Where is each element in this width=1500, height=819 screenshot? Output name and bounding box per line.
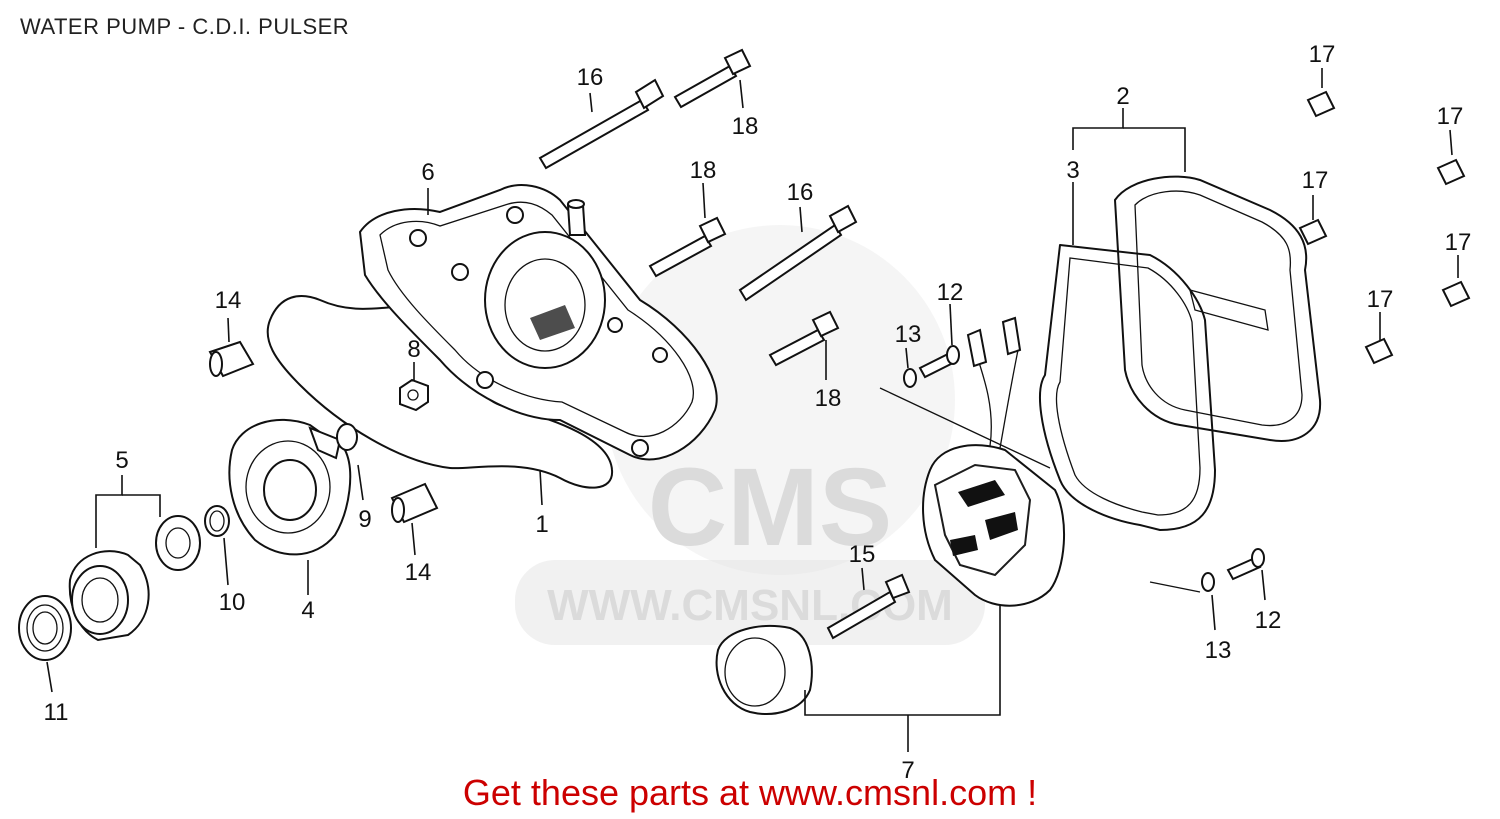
callout-4: 4 [301,597,314,624]
part-3-cover-gasket [1039,244,1216,531]
callout-11: 11 [44,699,69,726]
part-14-dowel-lower [390,482,439,524]
part-16-bolt-lower [738,204,858,302]
part-9-o-ring [336,423,358,451]
callout-7: 7 [901,757,914,784]
part-10-o-ring [204,505,230,537]
part-14-dowel-upper [208,340,255,378]
callout-17a: 17 [1309,41,1336,68]
callout-16b: 16 [787,179,814,206]
callout-2: 2 [1116,83,1129,110]
callout-3: 3 [1066,157,1079,184]
page-title: WATER PUMP - C.D.I. PULSER [20,14,350,39]
callout-15: 15 [849,541,876,568]
watermark-logo-text: CMS [648,446,892,569]
part-8-plug [399,378,429,412]
part-12-screw-lower [1226,548,1265,581]
part-17-bolts [1298,90,1471,365]
callout-17b: 17 [1437,103,1464,130]
callout-17e: 17 [1367,286,1394,313]
callout-14a: 14 [215,287,242,314]
callout-1: 1 [535,511,548,538]
part-5-seal [68,515,201,642]
callout-14b: 14 [405,559,432,586]
callout-10: 10 [219,589,246,616]
part-13-washer-lower [1201,572,1215,592]
part-18-bolt-lower [768,310,840,367]
callout-8: 8 [407,336,420,363]
part-2-pulser-cover [1113,175,1322,442]
part-12-screw-upper [918,345,960,379]
callout-18c: 18 [815,385,842,412]
callout-16a: 16 [577,64,604,91]
callout-6: 6 [421,159,434,186]
footer-link-text[interactable]: Get these parts at www.cmsnl.com ! [462,772,1038,813]
watermark: CMS WWW.CMSNL.COM [515,225,985,645]
callout-12a: 12 [937,279,964,306]
part-13-washer-upper [903,368,917,388]
part-11-oil-seal [18,595,72,661]
part-4-impeller [228,418,352,556]
callout-18a: 18 [732,113,759,140]
callout-12b: 12 [1255,607,1282,634]
part-16-bolt-upper [538,78,665,170]
callout-18b: 18 [690,157,717,184]
callout-13a: 13 [895,321,922,348]
part-7-pulser [715,316,1065,715]
callout-5: 5 [115,447,128,474]
callout-13b: 13 [1205,637,1232,664]
part-6-pump-cover [358,184,718,461]
leader-lines [46,68,1459,752]
callout-17d: 17 [1445,229,1472,256]
part-18-bolt-upper [673,48,752,109]
part-18-bolt-middle [648,216,727,278]
part-15-screw [826,573,911,640]
callout-9: 9 [358,506,371,533]
callout-17c: 17 [1302,167,1329,194]
